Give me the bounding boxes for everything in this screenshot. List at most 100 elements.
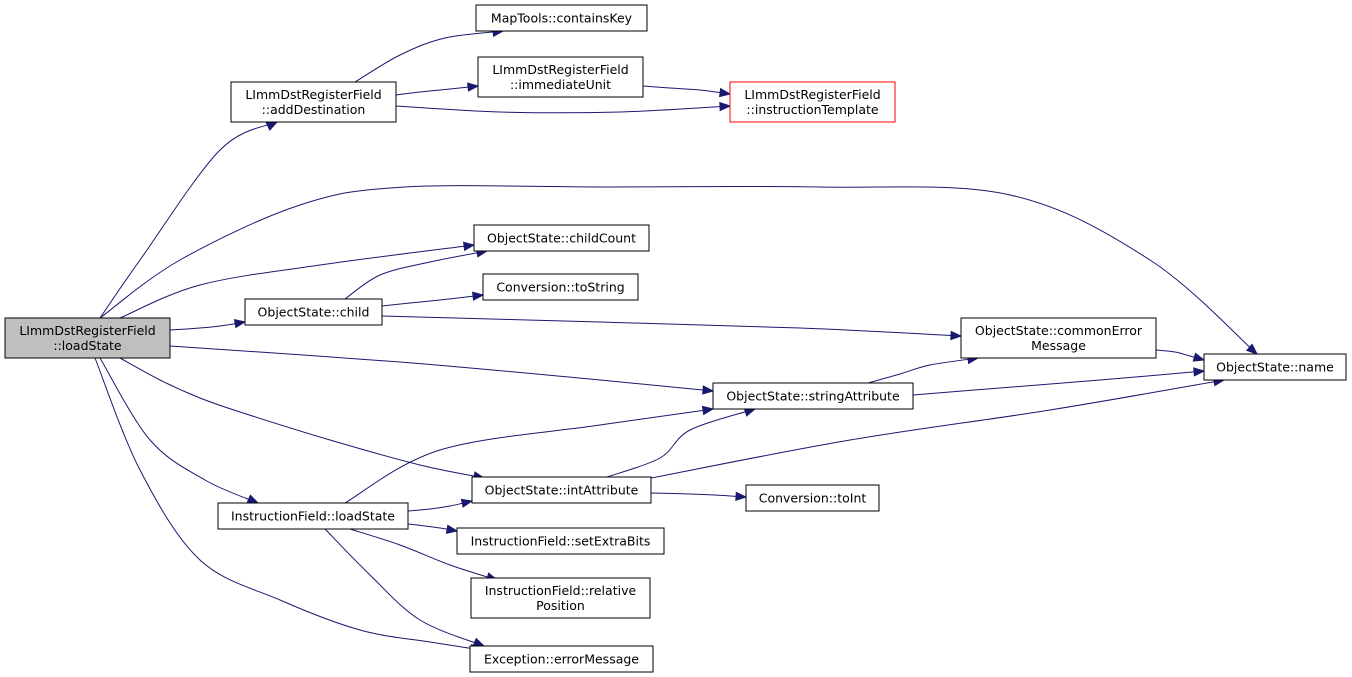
edge-root-to-name [99,185,1259,355]
edge-string-attribute-to-name [912,367,1206,396]
node-label: ObjectState::name [1216,360,1334,375]
node-box[interactable] [244,298,383,326]
node-label: ::loadState [53,338,122,353]
edge-root-to-child-count [119,241,476,319]
edge-root-to-if-load-state [99,357,260,504]
edge-line [354,30,504,83]
node-child[interactable]: ObjectState::child [244,298,383,326]
arrowhead-icon [463,241,476,252]
edge-string-attribute-to-common-error [867,354,980,384]
edge-line [99,121,278,319]
arrowhead-icon [472,291,485,301]
edge-line [912,370,1205,396]
edge-if-load-state-to-set-extra-bits [407,523,459,534]
arrowhead-icon [701,405,715,416]
arrowhead-icon [719,101,732,112]
edge-add-destination-to-instruction-template [395,101,732,114]
edge-line [169,321,246,331]
node-contains-key[interactable]: MapTools::containsKey [475,4,648,32]
node-box[interactable] [230,81,397,123]
edge-root-to-child [169,318,247,331]
node-to-string[interactable]: Conversion::toString [482,273,639,301]
edge-line [169,345,714,392]
edge-line [344,408,714,504]
edges-layer [94,27,1259,654]
node-box[interactable] [469,645,654,673]
edge-line [650,379,1225,479]
node-label: Conversion::toString [496,280,624,295]
node-label: LImmDstRegisterField [492,62,628,77]
node-root[interactable]: LImmDstRegisterField::loadState [4,317,171,359]
arrowhead-icon [719,87,732,98]
arrowhead-icon [735,491,748,502]
arrowhead-icon [472,637,486,647]
edge-child-to-common-error [381,315,963,341]
arrowhead-icon [265,121,279,131]
edge-line [99,185,1258,355]
edge-line [395,85,479,96]
node-name[interactable]: ObjectState::name [1203,353,1347,381]
edge-add-destination-to-immediate-unit [395,82,480,96]
node-box[interactable] [477,56,644,98]
edge-child-to-child-count [344,248,489,300]
node-label: Position [536,598,585,613]
node-label: ObjectState::stringAttribute [726,389,900,404]
edge-line [349,528,498,581]
node-label: ObjectState::child [258,305,370,320]
node-box[interactable] [470,577,651,619]
node-box[interactable] [729,81,896,123]
arrowhead-icon [246,494,260,504]
node-label: ObjectState::commonError [975,323,1143,338]
node-box[interactable] [456,527,665,555]
node-box[interactable] [482,273,639,301]
node-label: Message [1031,338,1086,353]
edge-line [344,250,488,300]
node-box[interactable] [473,224,650,252]
node-string-attribute[interactable]: ObjectState::stringAttribute [712,382,914,410]
edge-if-load-state-to-string-attribute [344,405,715,504]
arrowhead-icon [467,82,480,92]
edge-if-load-state-to-int-attribute [407,498,474,512]
node-label: InstructionField::setExtraBits [471,534,651,549]
edge-line [94,357,482,651]
edge-line [119,244,475,319]
node-label: LImmDstRegisterField [245,87,381,102]
node-immediate-unit[interactable]: LImmDstRegisterField::immediateUnit [477,56,644,98]
node-label: ::immediateUnit [510,77,611,92]
edge-int-attribute-to-to-int [650,491,748,502]
node-box[interactable] [475,4,648,32]
node-label: Exception::errorMessage [484,652,639,667]
node-error-message[interactable]: Exception::errorMessage [469,645,654,673]
node-label: ObjectState::childCount [487,231,636,246]
node-box[interactable] [745,484,880,512]
node-box[interactable] [960,317,1157,359]
node-instruction-template[interactable]: LImmDstRegisterField::instructionTemplat… [729,81,896,123]
node-label: InstructionField::loadState [231,509,395,524]
arrowhead-icon [1245,343,1259,355]
edge-line [867,357,979,384]
node-box[interactable] [712,382,914,410]
node-box[interactable] [217,502,409,530]
node-to-int[interactable]: Conversion::toInt [745,484,880,512]
edge-immediate-unit-to-instruction-template [642,85,732,98]
nodes-layer: LImmDstRegisterField::loadStateLImmDstRe… [4,4,1347,673]
node-label: ::addDestination [262,102,366,117]
node-child-count[interactable]: ObjectState::childCount [473,224,650,252]
node-add-destination[interactable]: LImmDstRegisterField::addDestination [230,81,397,123]
node-box[interactable] [1203,353,1347,381]
arrowhead-icon [1192,352,1206,362]
edge-child-to-to-string [381,291,485,307]
node-box[interactable] [471,476,652,504]
arrowhead-icon [233,318,247,329]
edge-line [99,357,259,504]
edge-int-attribute-to-string-attribute [606,407,757,478]
node-box[interactable] [4,317,171,359]
node-label: ObjectState::intAttribute [485,483,639,498]
node-set-extra-bits[interactable]: InstructionField::setExtraBits [456,527,665,555]
node-int-attribute[interactable]: ObjectState::intAttribute [471,476,652,504]
node-label: LImmDstRegisterField [744,87,880,102]
edge-line [324,528,485,647]
node-if-load-state[interactable]: InstructionField::loadState [217,502,409,530]
